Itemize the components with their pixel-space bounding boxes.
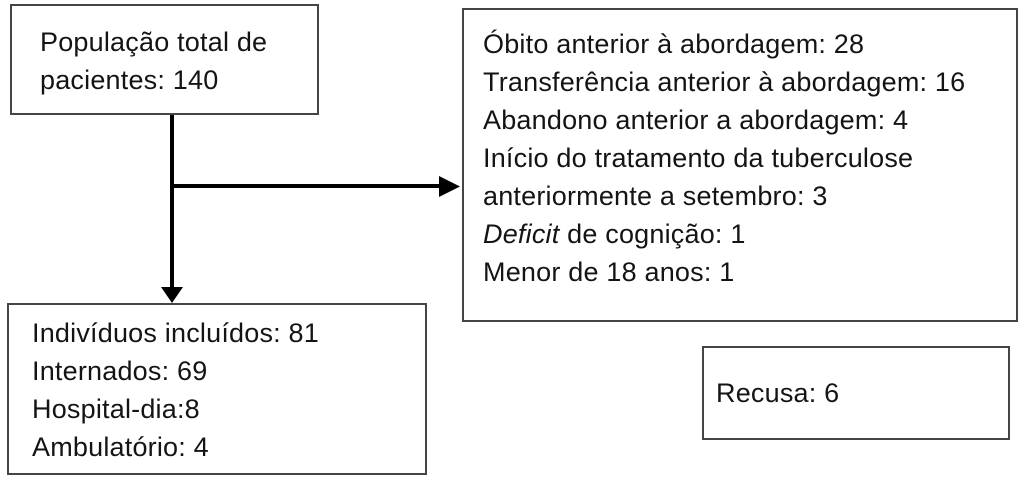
included-individuals-box: Indivíduos incluídos: 81 Internados: 69 …: [7, 303, 427, 475]
included-outpatients: Ambulatório: 4: [32, 432, 209, 462]
right-arrow-head-icon: [439, 176, 460, 197]
down-arrow-head-icon: [161, 287, 183, 303]
included-total: Indivíduos incluídos: 81: [32, 318, 319, 348]
exclusions-box: Óbito anterior à abordagem: 28 Transferê…: [462, 8, 1018, 322]
exclusion-cognitive-deficit: Deficit de cognição: 1: [483, 215, 1016, 253]
refusal-label: Recusa: 6: [716, 378, 840, 408]
included-day-hospital: Hospital-dia:8: [32, 394, 200, 424]
exclusion-transfer: Transferência anterior à abordagem: 16: [483, 67, 966, 97]
exclusion-abandonment: Abandono anterior a abordagem: 4: [483, 105, 909, 135]
exclusion-under-18: Menor de 18 anos: 1: [483, 257, 735, 287]
exclusion-death: Óbito anterior à abordagem: 28: [483, 29, 865, 59]
refusal-box: Recusa: 6: [702, 346, 1010, 440]
deficit-italic-word: Deficit: [483, 219, 560, 249]
deficit-rest-text: de cognição: 1: [559, 219, 746, 249]
included-inpatients: Internados: 69: [32, 356, 208, 386]
population-line-1: População total de: [40, 27, 268, 57]
population-total-box: População total de pacientes: 140: [10, 4, 319, 115]
population-line-2: pacientes: 140: [40, 65, 219, 95]
exclusion-treatment-start-line-2: anteriormente a setembro: 3: [483, 181, 828, 211]
exclusion-treatment-start-line-1: Início do tratamento da tuberculose: [483, 143, 914, 173]
